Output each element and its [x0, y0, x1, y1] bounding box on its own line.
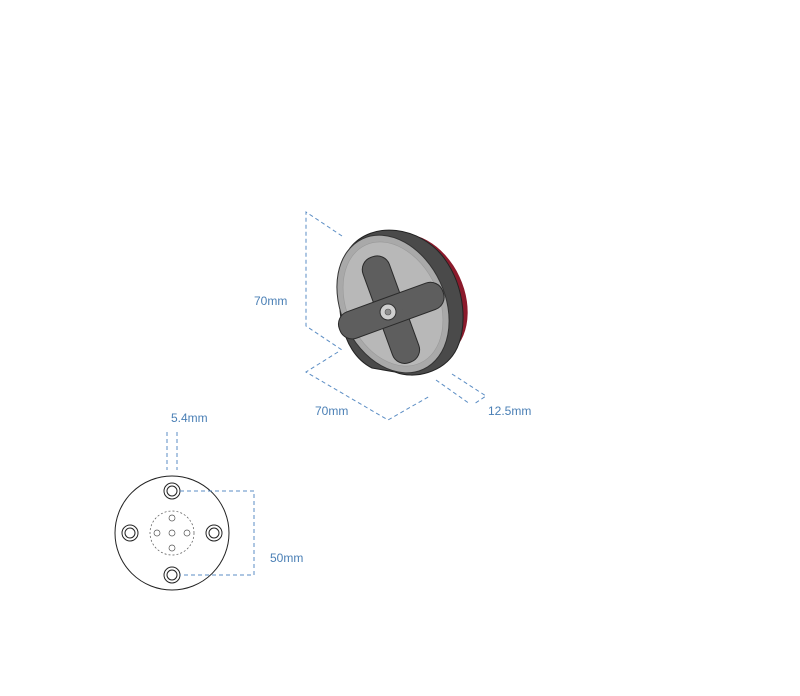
center-hole-pattern: [153, 514, 191, 552]
hole-diameter-dimension: 5.4mm: [166, 411, 208, 470]
hole-pattern-view: 5.4mm 50mm: [114, 411, 303, 591]
depth-dimension: 12.5mm: [435, 373, 531, 418]
disc-outline: [114, 475, 230, 591]
inner-boss: [149, 510, 195, 556]
hole-diameter-label: 5.4mm: [171, 411, 208, 425]
hole-spacing-dimension: 50mm: [180, 490, 303, 576]
center-screw-hole: [384, 308, 392, 316]
isometric-product-view: 70mm 70mm 12.5mm: [254, 211, 531, 421]
height-dimension: 70mm: [254, 211, 343, 351]
mount-hole-right: [205, 524, 223, 542]
depth-label: 12.5mm: [488, 404, 531, 418]
width-label: 70mm: [315, 404, 348, 418]
hole-spacing-label: 50mm: [270, 551, 303, 565]
mount-hole-top: [163, 482, 181, 500]
mount-hole-bottom: [163, 566, 181, 584]
mount-hole-left: [121, 524, 139, 542]
width-dimension: 70mm: [305, 351, 431, 421]
height-label: 70mm: [254, 294, 287, 308]
